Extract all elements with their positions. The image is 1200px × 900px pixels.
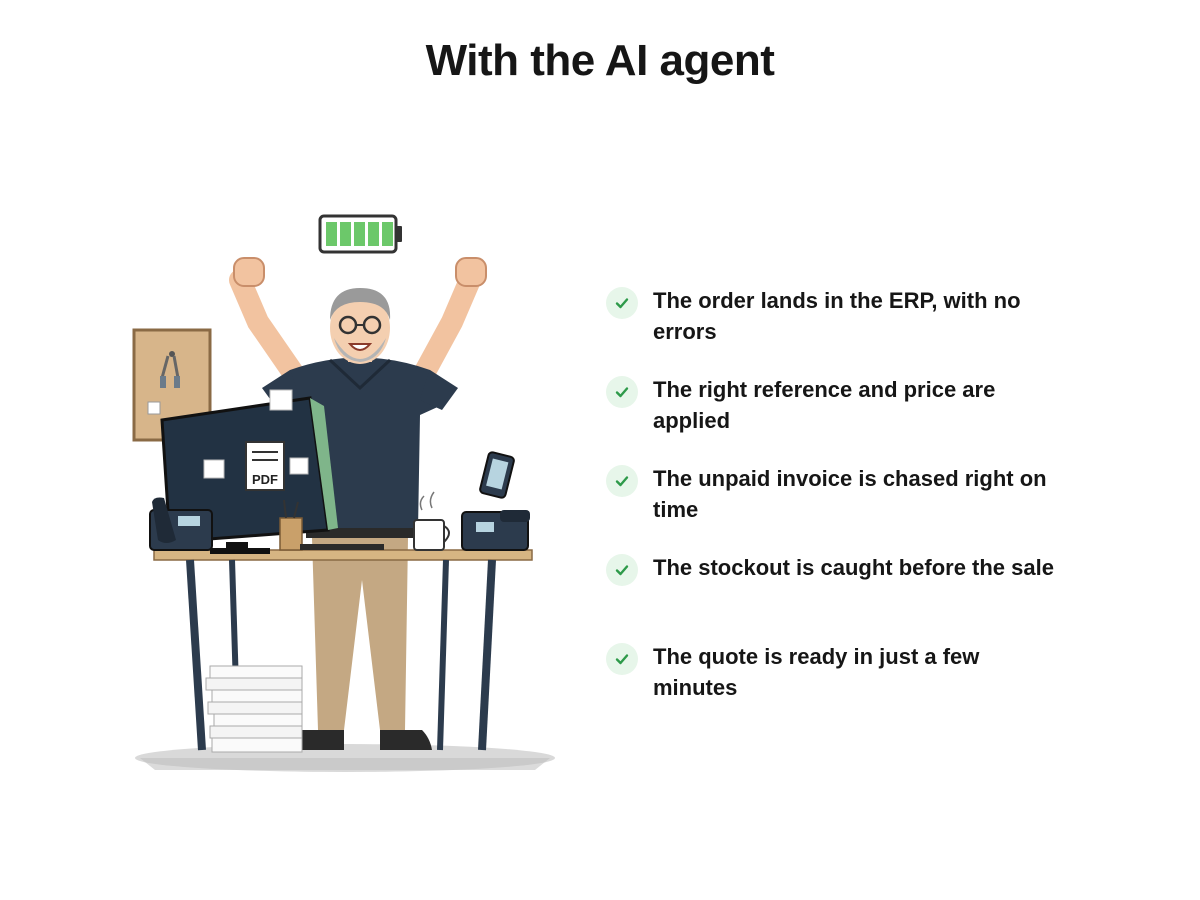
benefit-text: The order lands in the ERP, with no erro… <box>653 288 1021 344</box>
left-shoe <box>294 730 344 750</box>
check-icon <box>606 643 638 675</box>
check-icon <box>606 554 638 586</box>
list-item: The right reference and price are applie… <box>606 374 1076 463</box>
benefit-text: The quote is ready in just a few minutes <box>653 644 980 700</box>
right-shoe <box>380 730 432 750</box>
left-arm <box>229 269 316 401</box>
desk-phone-right <box>461 510 530 551</box>
desk-phone-left <box>149 497 213 551</box>
pdf-label: PDF <box>252 472 278 487</box>
benefit-text: The unpaid invoice is chased right on ti… <box>653 466 1047 522</box>
computer-monitor: PDF <box>160 389 338 554</box>
benefits-list: The order lands in the ERP, with no erro… <box>606 285 1076 730</box>
coffee-mug-icon <box>413 491 450 551</box>
list-item: The order lands in the ERP, with no erro… <box>606 285 1076 374</box>
pants <box>312 538 408 730</box>
check-icon <box>606 376 638 408</box>
paper-stack <box>205 665 303 753</box>
happy-worker-illustration: PDF <box>130 210 560 780</box>
check-icon <box>606 287 638 319</box>
right-arm <box>404 269 481 401</box>
benefit-text: The right reference and price are applie… <box>653 377 996 433</box>
smartphone-icon <box>479 451 515 499</box>
list-item: The unpaid invoice is chased right on ti… <box>606 463 1076 552</box>
head <box>330 292 390 364</box>
check-icon <box>606 465 638 497</box>
full-battery-icon <box>318 214 402 254</box>
benefit-text: The stockout is caught before the sale <box>653 555 1054 580</box>
page-title: With the AI agent <box>425 36 775 85</box>
list-item: The stockout is caught before the sale <box>606 552 1076 641</box>
list-item: The quote is ready in just a few minutes <box>606 641 1076 730</box>
